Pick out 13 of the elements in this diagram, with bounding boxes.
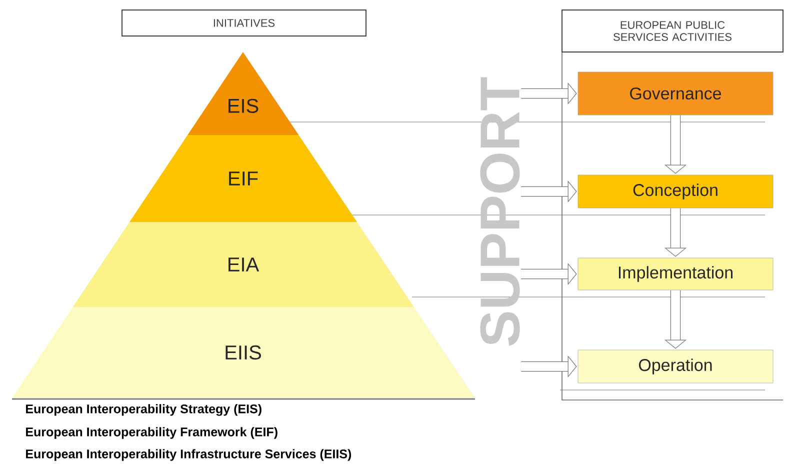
header-box: EUROPEAN PUBLIC SERVICES ACTIVITIES [562, 10, 784, 52]
activity-box: Operation [578, 350, 774, 384]
activity-box: Implementation [578, 258, 774, 290]
legend-text: European Interoperability Framework (EIF) [26, 427, 278, 439]
activity-box: Conception [578, 174, 774, 208]
pyramid-layer: EIF [130, 135, 357, 222]
header-box: INITIATIVES [122, 10, 366, 36]
vertical-label: SUPPORT [480, 77, 520, 346]
pyramid-layer: EIIS [12, 307, 475, 398]
pyramid-layer: EIS [188, 52, 299, 135]
legend-text: European Interoperability Infrastructure Services (EIIS) [26, 449, 352, 461]
activity-box: Governance [578, 72, 774, 116]
pyramid-layer: EIA [72, 222, 414, 307]
